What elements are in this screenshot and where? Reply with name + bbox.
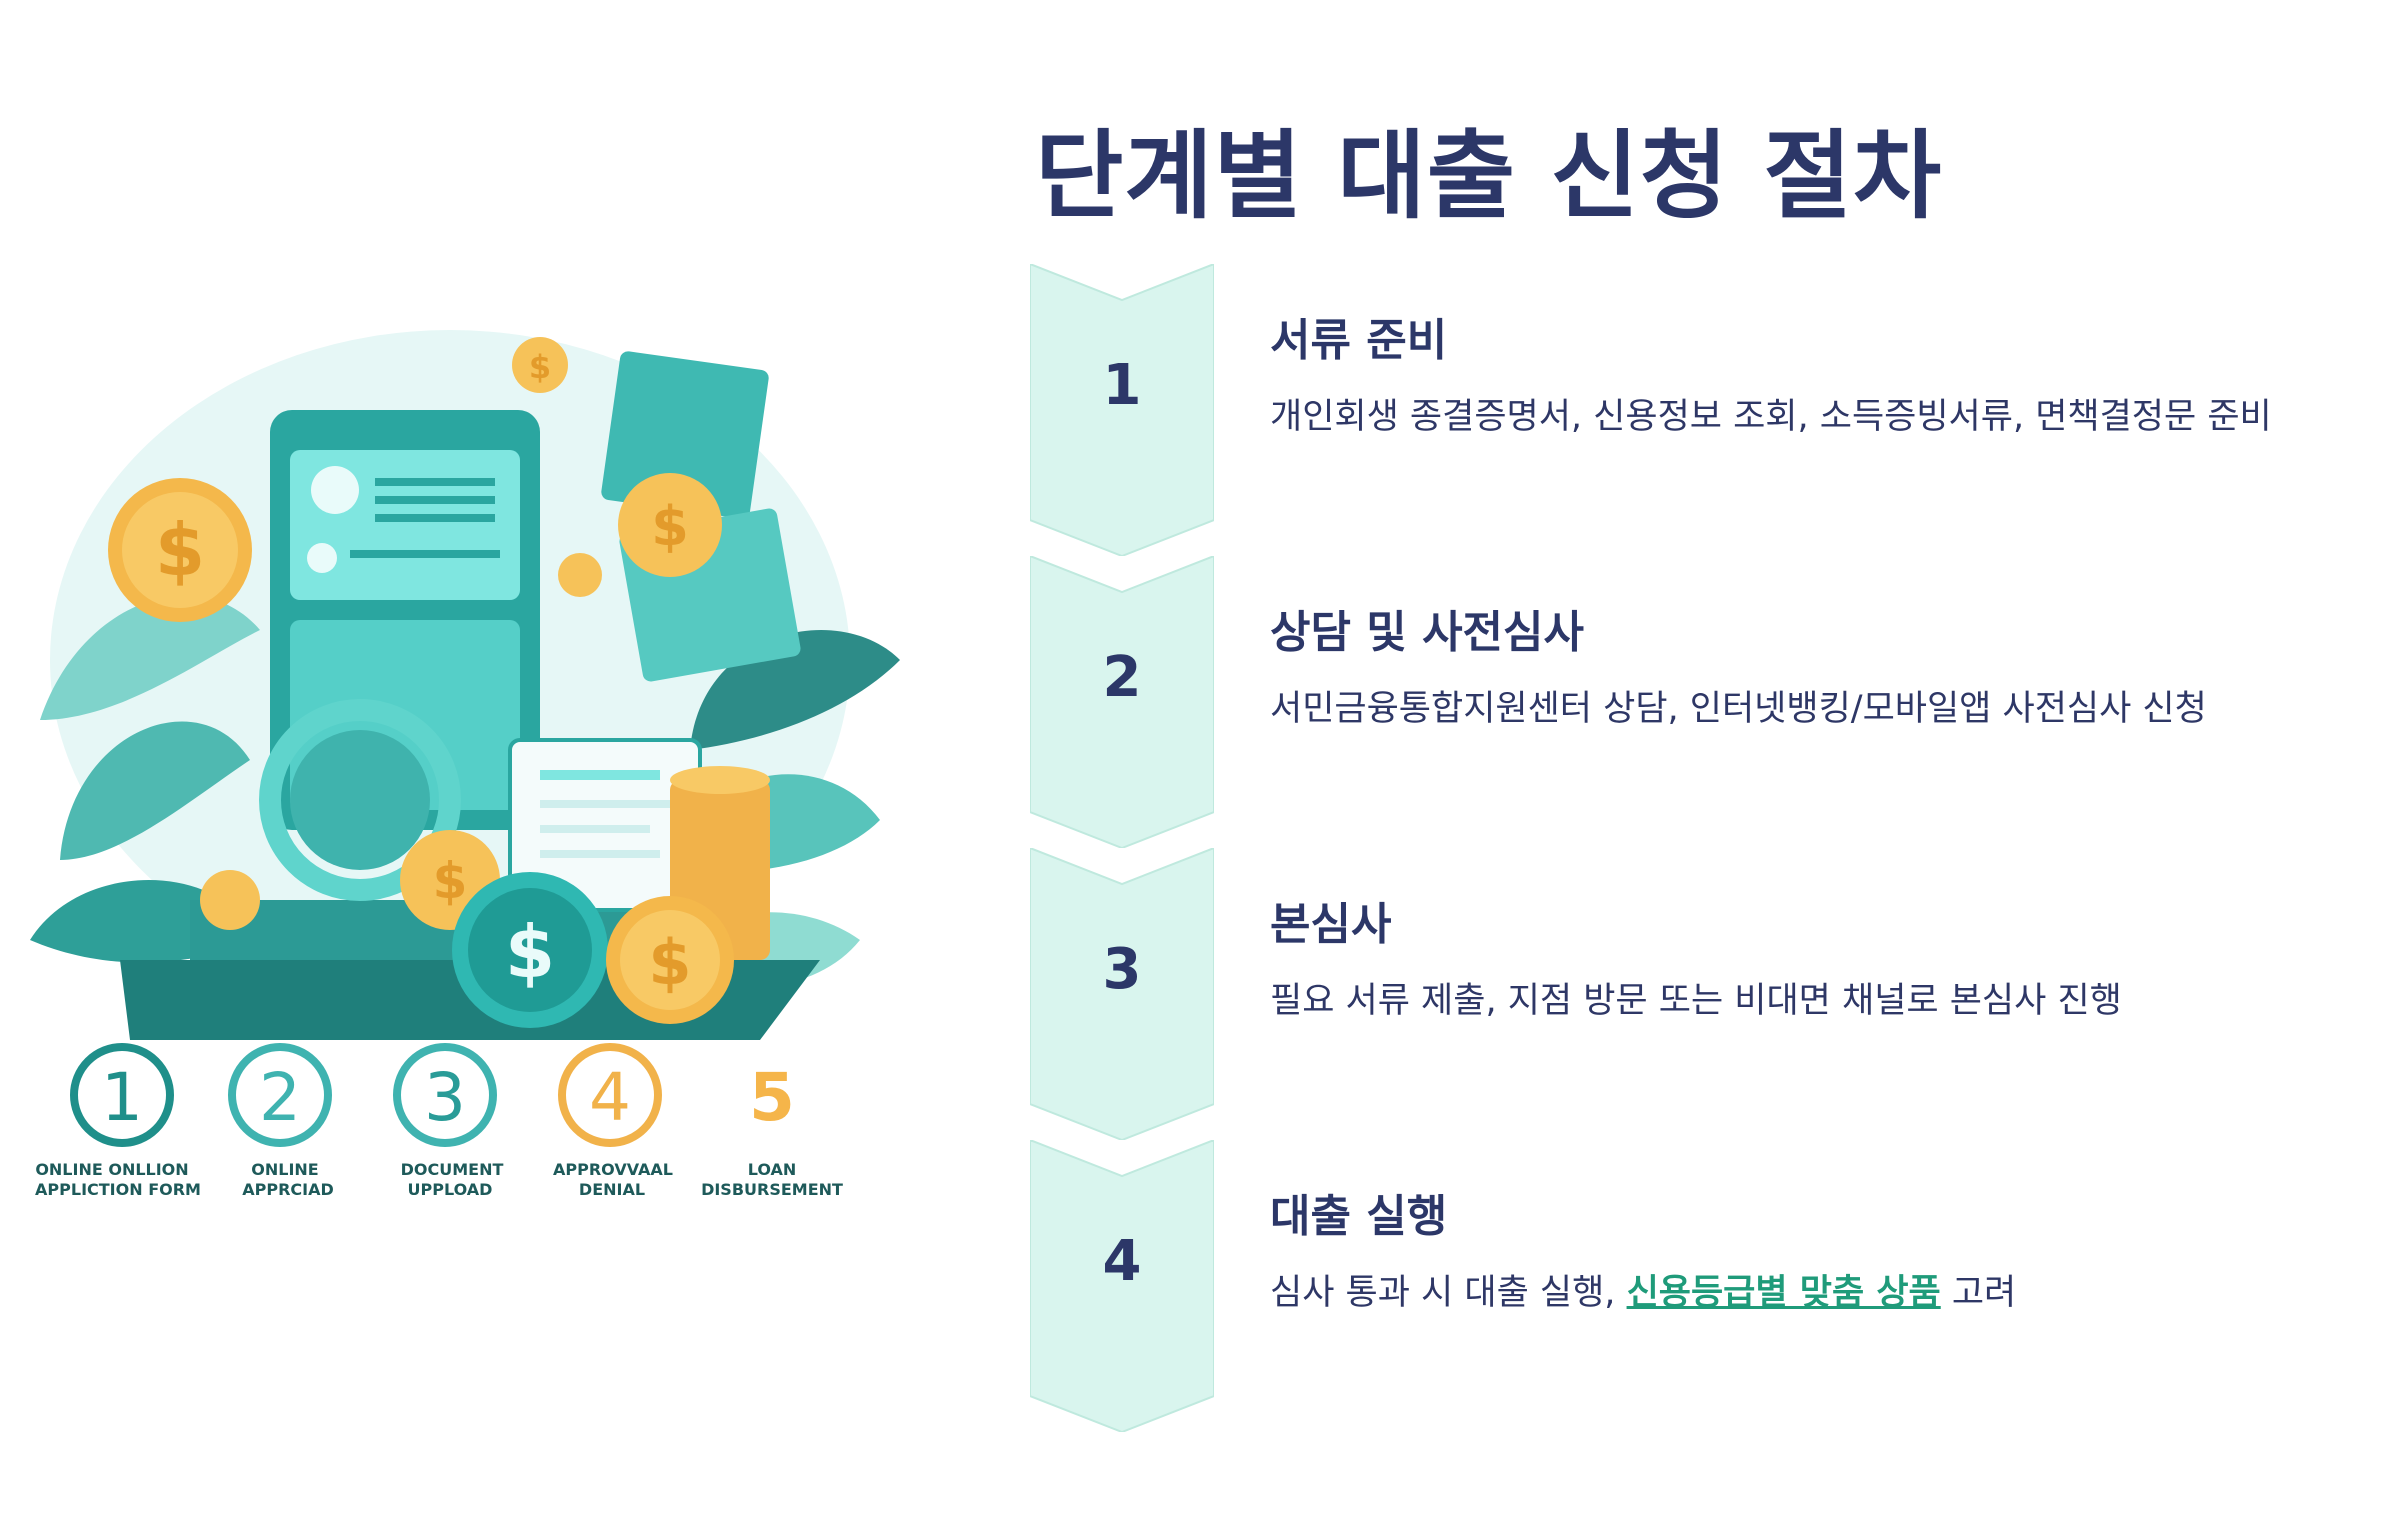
svg-text:1: 1 xyxy=(101,1059,143,1136)
chevron-marker xyxy=(1030,848,1214,1140)
svg-text:$: $ xyxy=(648,926,691,999)
step-title: 대출 실행 xyxy=(1270,1191,1448,1242)
illustration-step-5: 5 LOAN DISBURSEMENT xyxy=(701,1059,843,1199)
page-title: 단계별 대출 신청 절차 xyxy=(1035,120,1943,232)
svg-text:ONLINE ONLLION: ONLINE ONLLION xyxy=(35,1160,188,1179)
step-description: 필요 서류 제출, 지점 방문 또는 비대면 채널로 본심사 진행 xyxy=(1270,981,2122,1021)
svg-text:$: $ xyxy=(155,508,205,592)
loan-illustration: $ $ $ $ $ $ 1 ONLINE ONLLION APPLICTION … xyxy=(0,300,930,1230)
svg-text:$: $ xyxy=(505,910,555,994)
chevron-marker xyxy=(1030,264,1214,556)
chevron-marker xyxy=(1030,1140,1214,1432)
chevron-marker xyxy=(1030,556,1214,848)
step-title: 서류 준비 xyxy=(1270,315,1448,366)
step-item-4: 4 대출 실행 심사 통과 시 대출 실행, 신용등급별 맞춤 상품 고려 xyxy=(1030,1140,2360,1432)
svg-text:$: $ xyxy=(529,348,551,386)
illustration-step-4: 4 APPROVVAAL DENIAL xyxy=(553,1043,673,1199)
step-description: 개인회생 종결증명서, 신용정보 조회, 소득증빙서류, 면책결정문 준비 xyxy=(1270,397,2272,437)
step-number: 3 xyxy=(1102,937,1142,1002)
step-item-3: 3 본심사 필요 서류 제출, 지점 방문 또는 비대면 채널로 본심사 진행 xyxy=(1030,848,2360,1140)
step-number: 1 xyxy=(1102,353,1142,418)
svg-text:LOAN: LOAN xyxy=(748,1160,797,1179)
svg-text:2: 2 xyxy=(259,1059,301,1136)
step-title: 상담 및 사전심사 xyxy=(1270,607,1584,658)
svg-text:5: 5 xyxy=(749,1059,795,1136)
step-description-suffix: 고려 xyxy=(1940,1273,2017,1313)
svg-text:$: $ xyxy=(433,852,468,910)
svg-text:APPROVVAAL: APPROVVAAL xyxy=(553,1160,673,1179)
step-number: 4 xyxy=(1102,1229,1142,1294)
step-title: 본심사 xyxy=(1270,899,1392,950)
illustration-step-1: 1 ONLINE ONLLION APPLICTION FORM xyxy=(35,1043,201,1199)
svg-text:APPRCIAD: APPRCIAD xyxy=(242,1180,334,1199)
step-item-2: 2 상담 및 사전심사 서민금융통합지원센터 상담, 인터넷뱅킹/모바일앱 사전… xyxy=(1030,556,2360,848)
svg-text:DOCUMENT: DOCUMENT xyxy=(401,1160,504,1179)
step-description: 서민금융통합지원센터 상담, 인터넷뱅킹/모바일앱 사전심사 신청 xyxy=(1270,689,2207,729)
illustration-step-3: 3 DOCUMENT UPPLOAD xyxy=(393,1043,504,1199)
svg-text:DENIAL: DENIAL xyxy=(579,1180,645,1199)
step-item-1: 1 서류 준비 개인회생 종결증명서, 신용정보 조회, 소득증빙서류, 면책결… xyxy=(1030,264,2360,556)
svg-text:4: 4 xyxy=(589,1059,631,1136)
svg-text:$: $ xyxy=(651,495,689,558)
step-description-text: 심사 통과 시 대출 실행, xyxy=(1270,1273,1627,1313)
step-description: 심사 통과 시 대출 실행, 신용등급별 맞춤 상품 고려 xyxy=(1270,1264,2016,1315)
credit-grade-products-link[interactable]: 신용등급별 맞춤 상품 xyxy=(1626,1273,1941,1313)
svg-text:ONLINE: ONLINE xyxy=(251,1160,318,1179)
svg-text:APPLICTION FORM: APPLICTION FORM xyxy=(35,1180,201,1199)
illustration-step-2: 2 ONLINE APPRCIAD xyxy=(228,1043,334,1199)
svg-text:UPPLOAD: UPPLOAD xyxy=(408,1180,493,1199)
svg-text:DISBURSEMENT: DISBURSEMENT xyxy=(701,1180,843,1199)
svg-text:3: 3 xyxy=(424,1059,466,1136)
step-number: 2 xyxy=(1102,645,1142,710)
